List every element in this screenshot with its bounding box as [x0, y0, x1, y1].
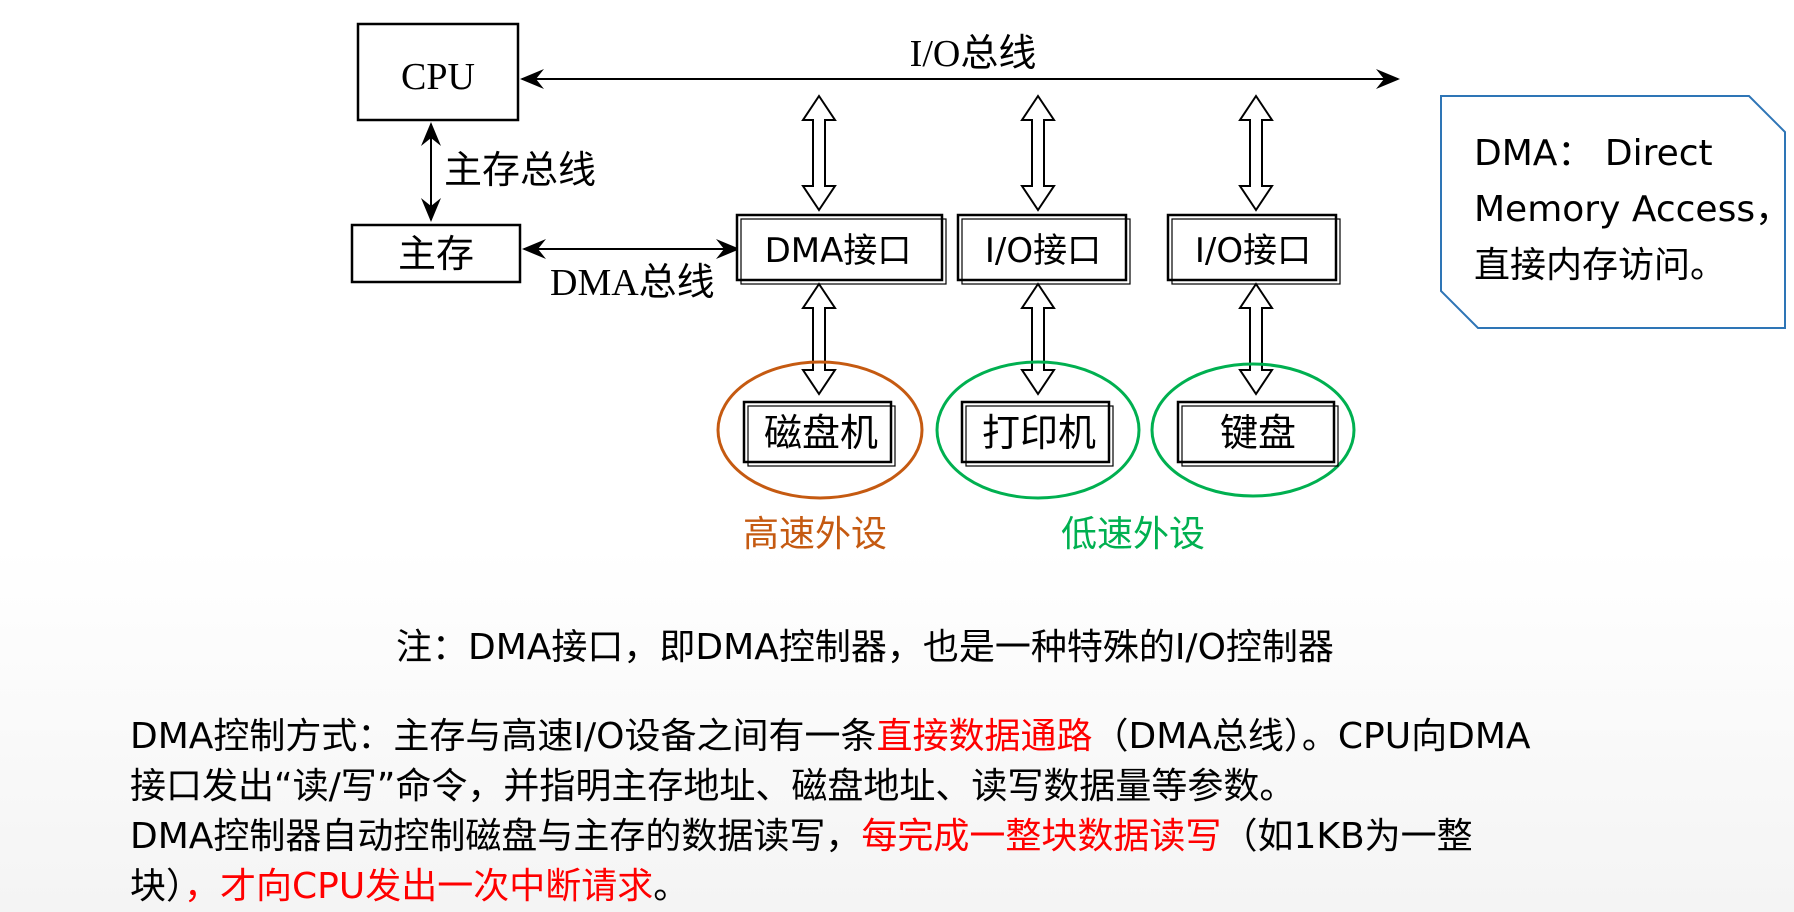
emphasis-direct-path: 直接数据通路	[876, 716, 1093, 757]
callout-line-1: DMA： Direct	[1474, 133, 1713, 174]
paragraph-line-4: 块），才向CPU发出一次中断请求。	[130, 866, 690, 907]
printer-box	[960, 400, 1111, 464]
paragraph-line-1: DMA控制方式：主存与高速I/O设备之间有一条直接数据通路（DMA总线）。CPU…	[130, 716, 1531, 757]
disk-label: 磁盘机	[764, 413, 878, 455]
callout-line-3: 直接内存访问。	[1474, 245, 1727, 286]
memory-label: 主存	[398, 234, 474, 276]
memory-box	[350, 223, 522, 284]
io-interface-1-label: I/O接口	[985, 231, 1101, 271]
dma-interface-label: DMA接口	[765, 231, 912, 271]
hollow-arrow-io2-up	[1238, 94, 1274, 212]
cpu-label: CPU	[401, 56, 475, 98]
note-text: 注：DMA接口，即DMA控制器，也是一种特殊的I/O控制器	[396, 627, 1334, 668]
high-speed-ellipse	[716, 360, 924, 500]
disk-box	[742, 400, 893, 464]
low-speed-ellipse-printer	[935, 360, 1141, 500]
hollow-arrow-dma-up	[801, 94, 837, 212]
callout-line-2: Memory Access，	[1474, 189, 1792, 230]
main-bus-label: 主存总线	[444, 150, 596, 192]
printer-label: 打印机	[982, 413, 1096, 455]
low-speed-ellipse-keyboard	[1150, 362, 1356, 498]
emphasis-block-transfer: 每完成一整块数据读写	[861, 816, 1222, 857]
io-bus-label: I/O总线	[910, 33, 1037, 75]
io-interface-2-box	[1166, 213, 1338, 282]
callout-box	[1440, 95, 1786, 329]
high-speed-label: 高速外设	[743, 514, 887, 555]
hollow-arrow-dma-down	[801, 282, 837, 396]
description-paragraph: DMA控制方式：主存与高速I/O设备之间有一条直接数据通路（DMA总线）。CPU…	[130, 712, 1770, 912]
dma-interface-box	[735, 213, 944, 282]
hollow-arrow-io2-down	[1238, 282, 1274, 396]
io-interface-2-label: I/O接口	[1195, 231, 1311, 271]
emphasis-interrupt: ，才向CPU发出一次中断请求	[184, 866, 654, 907]
paragraph-line-3: DMA控制器自动控制磁盘与主存的数据读写，每完成一整块数据读写（如1KB为一整	[130, 816, 1473, 857]
paragraph-line-2: 接口发出“读/写”命令，并指明主存地址、磁盘地址、读写数据量等参数。	[130, 766, 1296, 807]
hollow-arrow-io1-up	[1020, 94, 1056, 212]
cpu-box	[356, 22, 520, 122]
io-interface-1-box	[956, 213, 1128, 282]
callout-text: DMA： Direct Memory Access， 直接内存访问。	[1474, 126, 1792, 294]
low-speed-label: 低速外设	[1061, 514, 1205, 555]
keyboard-label: 键盘	[1220, 413, 1296, 455]
keyboard-box	[1176, 400, 1336, 464]
hollow-arrow-io1-down	[1020, 282, 1056, 396]
dma-bus-label: DMA总线	[550, 262, 715, 304]
